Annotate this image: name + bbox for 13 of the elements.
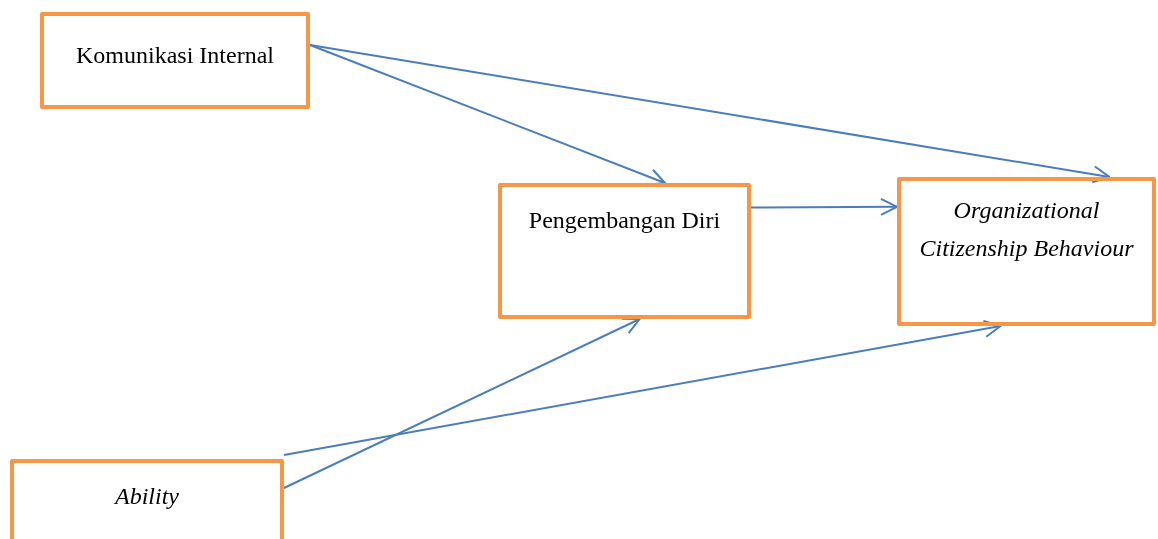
variable-box (498, 183, 751, 319)
node-label: Komunikasi Internal (76, 41, 274, 70)
node-label: Organizational Citizenship Behaviour (918, 196, 1135, 263)
arrow (283, 317, 641, 489)
variable-box (897, 177, 1156, 326)
arrow (750, 197, 898, 216)
variable-box (40, 12, 310, 109)
arrow (309, 44, 666, 186)
variable-box (10, 459, 284, 539)
node-label: Ability (115, 482, 179, 511)
node-label: Pengembangan Diri (528, 206, 721, 235)
arrow (283, 319, 1002, 456)
arrow (309, 44, 1111, 184)
